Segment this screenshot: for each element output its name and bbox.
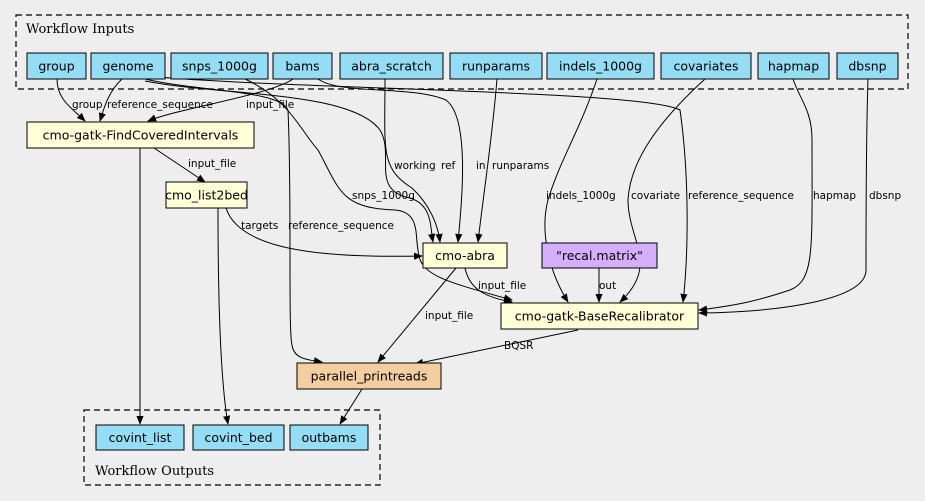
edge-label: hapmap bbox=[813, 190, 856, 202]
node-label: covint_bed bbox=[204, 430, 272, 445]
edge-label: reference_sequence bbox=[688, 190, 794, 202]
workflow-inputs-label: Workflow Inputs bbox=[26, 22, 134, 37]
node-label: parallel_printreads bbox=[311, 369, 428, 384]
edge-label: out bbox=[599, 280, 616, 292]
edge-label: targets bbox=[241, 220, 278, 232]
node-parallel-printreads[interactable]: parallel_printreads bbox=[296, 362, 442, 390]
edge-label: group bbox=[72, 99, 103, 111]
edge-list2bed-covint-bed bbox=[217, 207, 231, 425]
edge-snps-base-recal: snps_1000g bbox=[244, 78, 513, 302]
node-label: dbsnp bbox=[848, 59, 886, 74]
edge-dbsnp-base-recal: dbsnp bbox=[698, 78, 901, 317]
edge-label: reference_sequence bbox=[288, 220, 394, 232]
node-covint-list[interactable]: covint_list bbox=[95, 424, 185, 451]
edge-label: input_file bbox=[425, 310, 473, 322]
node-cmo-list2bed[interactable]: cmo_list2bed bbox=[165, 181, 248, 209]
edge-label: reference_sequence bbox=[107, 99, 213, 111]
node-find-covered-intervals[interactable]: cmo-gatk-FindCoveredIntervals bbox=[26, 121, 255, 149]
node-label: snps_1000g bbox=[182, 59, 257, 74]
workflow-inputs-cluster: Workflow Inputs bbox=[15, 14, 909, 90]
edge-runparams-abra: runparams bbox=[475, 78, 549, 243]
node-covint-bed[interactable]: covint_bed bbox=[192, 424, 285, 451]
node-group[interactable]: group bbox=[26, 52, 87, 80]
edge-abra-printreads: input_file bbox=[377, 267, 473, 363]
node-label: cmo-gatk-FindCoveredIntervals bbox=[43, 128, 239, 143]
node-label: indels_1000g bbox=[559, 59, 642, 74]
node-covariates[interactable]: covariates bbox=[660, 52, 752, 80]
edge-abra-base-recal: input_file bbox=[464, 267, 526, 305]
edge-recal-matrix-base-recal: out bbox=[595, 268, 616, 303]
edge-label: indels_1000g bbox=[546, 190, 616, 202]
edge-label: BQSR bbox=[504, 340, 533, 352]
edge-bams-abra-in: in bbox=[317, 78, 486, 243]
node-label: abra_scratch bbox=[351, 59, 432, 74]
edge-group-find-covered: group bbox=[56, 78, 103, 122]
node-bams[interactable]: bams bbox=[272, 52, 333, 80]
workflow-outputs-cluster: Workflow Outputs bbox=[83, 409, 381, 486]
edge-label: in bbox=[476, 160, 486, 172]
node-dbsnp[interactable]: dbsnp bbox=[836, 52, 899, 80]
edge-printreads-outbams bbox=[339, 388, 363, 425]
edge-label: input_file bbox=[246, 99, 294, 111]
node-label: group bbox=[38, 59, 74, 74]
node-label: cmo-gatk-BaseRecalibrator bbox=[515, 309, 685, 324]
edges: group reference_sequence input_file inpu… bbox=[56, 75, 901, 425]
node-label: "recal.matrix" bbox=[556, 248, 643, 263]
edge-list2bed-abra: targets bbox=[225, 207, 423, 260]
edge-label: input_file bbox=[188, 158, 236, 170]
input-nodes: group genome snps_1000g bams abra_scratc… bbox=[26, 52, 899, 80]
node-outbams[interactable]: outbams bbox=[289, 424, 369, 451]
edge-label: input_file bbox=[478, 280, 526, 292]
node-label: outbams bbox=[302, 430, 357, 445]
edge-genome-abra-working: working bbox=[144, 80, 436, 243]
edge-label: covariate bbox=[631, 190, 680, 202]
edge-label: dbsnp bbox=[869, 190, 901, 202]
node-runparams[interactable]: runparams bbox=[449, 52, 543, 80]
edge-indels-base-recal: indels_1000g bbox=[544, 78, 616, 303]
edge-find-covered-list2bed: input_file bbox=[153, 147, 236, 183]
node-base-recalibrator[interactable]: cmo-gatk-BaseRecalibrator bbox=[500, 302, 699, 330]
output-nodes: covint_list covint_bed outbams bbox=[95, 424, 369, 451]
edge-genome-base-recal: reference_sequence bbox=[145, 75, 794, 303]
edge-label: runparams bbox=[492, 160, 549, 172]
node-label: bams bbox=[285, 59, 319, 74]
node-label: cmo-abra bbox=[435, 248, 495, 263]
node-label: covint_list bbox=[109, 430, 172, 445]
workflow-outputs-label: Workflow Outputs bbox=[95, 464, 214, 479]
node-abra-scratch[interactable]: abra_scratch bbox=[339, 52, 444, 80]
node-snps-1000g[interactable]: snps_1000g bbox=[170, 52, 269, 80]
node-recal-matrix[interactable]: "recal.matrix" bbox=[541, 242, 658, 269]
node-cmo-abra[interactable]: cmo-abra bbox=[422, 242, 508, 269]
node-label: covariates bbox=[674, 59, 739, 74]
edge-genome-find-covered: reference_sequence bbox=[98, 78, 213, 122]
node-genome[interactable]: genome bbox=[90, 52, 166, 80]
edge-hapmap-base-recal: hapmap bbox=[698, 78, 856, 313]
node-label: runparams bbox=[462, 59, 530, 74]
edge-label: working bbox=[394, 160, 436, 172]
step-nodes: cmo-gatk-FindCoveredIntervals cmo_list2b… bbox=[26, 121, 699, 390]
node-indels-1000g[interactable]: indels_1000g bbox=[546, 52, 655, 80]
edge-abra-scratch-abra: ref bbox=[384, 78, 456, 243]
node-label: hapmap bbox=[768, 59, 819, 74]
node-label: cmo_list2bed bbox=[165, 188, 248, 203]
node-hapmap[interactable]: hapmap bbox=[757, 52, 830, 80]
node-label: genome bbox=[102, 59, 153, 74]
edge-label: snps_1000g bbox=[352, 190, 415, 202]
edge-label: ref bbox=[441, 160, 456, 172]
edge-covariates-base-recal: covariate bbox=[619, 78, 706, 303]
edge-base-recal-printreads: BQSR bbox=[414, 329, 579, 366]
